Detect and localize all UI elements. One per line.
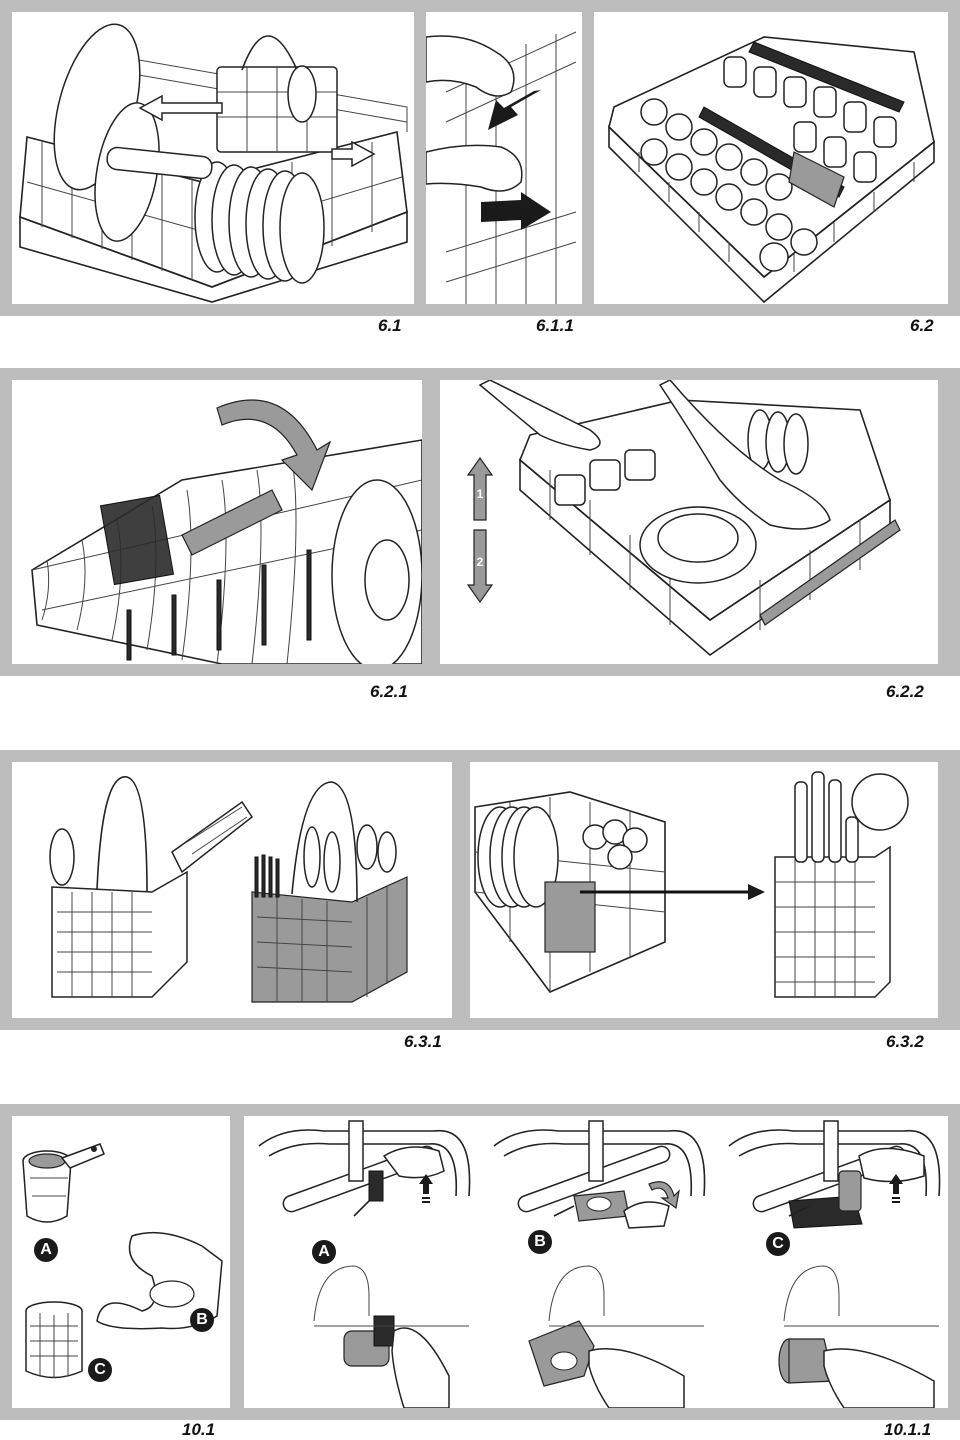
step-label-b: B (528, 1230, 552, 1254)
figure-6-2-1-fold-down-supports (12, 380, 422, 664)
caption-6-3-1: 6.3.1 (404, 1032, 442, 1051)
caption-6-1-1: 6.1.1 (536, 316, 574, 335)
caption-10-1: 10.1 (182, 1420, 216, 1439)
figure-6-3-1-cutlery-basket (12, 762, 452, 1018)
caption-6-2-1: 6.2.1 (370, 682, 408, 701)
part-label-c: C (88, 1358, 112, 1382)
part-label-a: A (34, 1238, 58, 1262)
caption-6-2-2: 6.2.2 (886, 682, 924, 701)
caption-6-1: 6.1 (378, 316, 402, 335)
figure-10-1-1-filter-removal-steps: A B C (244, 1116, 948, 1408)
level-up-label: 1 (477, 487, 484, 501)
figure-6-1-lower-basket-plates (12, 12, 414, 304)
figure-6-2-upper-basket-cups (594, 12, 948, 304)
figure-6-3-2-removable-cutlery-basket (470, 762, 938, 1018)
caption-6-3-2: 6.3.2 (886, 1032, 924, 1051)
figure-6-2-2-adjust-basket-height: 1 2 (440, 380, 938, 664)
figure-6-1-1-rack-release (426, 12, 582, 304)
caption-6-2: 6.2 (910, 316, 934, 335)
part-label-b: B (190, 1308, 214, 1332)
figure-10-1-filter-parts: A B C (12, 1116, 230, 1408)
level-down-label: 2 (477, 555, 484, 569)
caption-10-1-1: 10.1.1 (884, 1420, 932, 1439)
step-label-c: C (766, 1232, 790, 1256)
step-label-a: A (312, 1240, 336, 1264)
